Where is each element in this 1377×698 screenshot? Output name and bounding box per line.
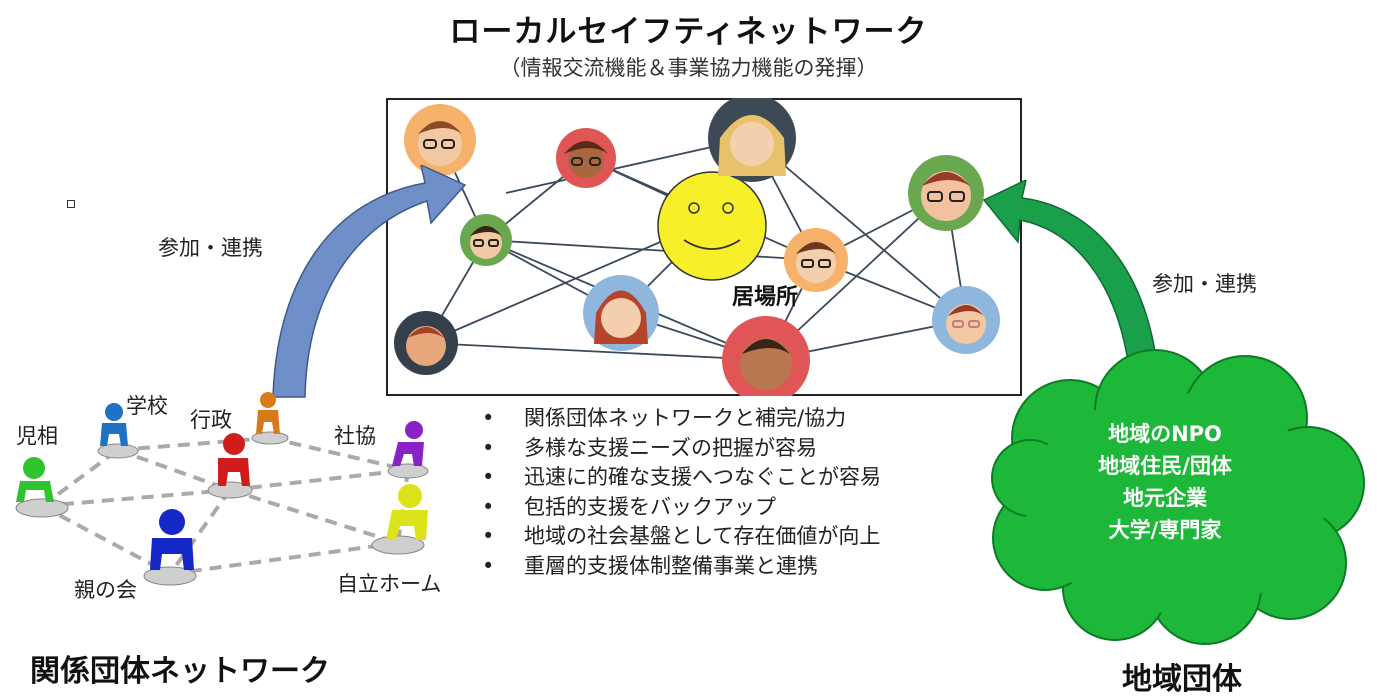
org-network-graph <box>15 392 429 586</box>
center-label: 居場所 <box>732 285 798 310</box>
bullet-mark: • <box>482 524 495 548</box>
community-item: 地域のNPO <box>1108 422 1222 446</box>
avatar-man-orange-bg <box>784 228 848 292</box>
bullet-text: 重層的支援体制整備事業と連携 <box>524 553 818 578</box>
local-network-graph: 居場所 <box>394 98 1000 396</box>
bullet-mark: • <box>482 406 495 430</box>
diagram-title: ローカルセイフティネットワーク <box>449 14 928 50</box>
bullet-text: 地域の社会基盤として存在価値が向上 <box>524 524 881 548</box>
avatar-man-red-bg <box>722 316 810 396</box>
org-label-gakko: 学校 <box>126 394 168 418</box>
list-item: • 重層的支援体制整備事業と連携 <box>482 552 881 582</box>
avatar-man-small-green <box>460 214 512 266</box>
bullet-mark: • <box>482 494 495 519</box>
diagram-subtitle: （情報交流機能＆事業協力機能の発揮） <box>499 56 878 80</box>
org-network-title: 関係団体ネットワーク <box>30 654 330 689</box>
list-item: • 迅速に的確な支援へつなぐことが容易 <box>482 463 881 493</box>
org-label-shakyo: 社協 <box>334 424 376 448</box>
avatar-man-dark-bg <box>394 311 458 375</box>
avatar-woman-blonde <box>708 98 796 182</box>
avatar-man-glasses-1 <box>404 104 476 176</box>
community-item: 地元企業 <box>1123 486 1207 510</box>
person-jiritsu-icon <box>371 484 428 555</box>
community-cloud-icon <box>991 349 1365 645</box>
bullet-text: 多様な支援ニーズの把握が容易 <box>524 435 817 460</box>
right-arrow-label: 参加・連携 <box>1152 272 1257 296</box>
list-item: • 多様な支援ニーズの把握が容易 <box>482 434 881 464</box>
org-label-gyosei: 行政 <box>190 408 232 432</box>
person-gakko-icon <box>97 403 139 459</box>
person-oya-icon <box>143 509 197 586</box>
bullet-text: 包括的支援をバックアップ <box>524 494 776 519</box>
bullet-mark: • <box>482 435 495 460</box>
bullet-text: 関係団体ネットワークと補完/協力 <box>524 406 847 430</box>
community-item: 地域住民/団体 <box>1098 454 1232 478</box>
community-list: 地域のNPO 地域住民/団体 地元企業 大学/専門家 <box>1040 418 1290 546</box>
avatar-woman-blue-bg <box>583 275 659 351</box>
small-square-marker <box>67 200 75 208</box>
left-arrow-label: 参加・連携 <box>158 236 263 260</box>
person-shakyo-icon <box>387 421 429 479</box>
avatar-man-green-bg <box>908 155 984 231</box>
org-label-jiritsu: 自立ホーム <box>337 572 442 596</box>
community-item: 大学/専門家 <box>1108 518 1222 542</box>
list-item: • 地域の社会基盤として存在価値が向上 <box>482 522 881 552</box>
left-join-arrow-icon <box>272 165 467 398</box>
person-jiso-icon <box>15 457 69 518</box>
bullet-mark: • <box>482 553 495 578</box>
list-item: • 関係団体ネットワークと補完/協力 <box>482 404 881 434</box>
avatar-woman-red-bg <box>556 128 616 188</box>
list-item: • 包括的支援をバックアップ <box>482 493 881 523</box>
org-label-oya: 親の会 <box>74 578 137 602</box>
avatar-man-light-blue-bg <box>932 286 1000 354</box>
smiley-face-icon <box>657 171 767 281</box>
person-center-red-icon <box>207 433 253 499</box>
benefit-list: • 関係団体ネットワークと補完/協力 • 多様な支援ニーズの把握が容易 • 迅速に的確… <box>482 404 881 581</box>
person-gyosei-icon <box>251 392 289 445</box>
community-title: 地域団体 <box>1122 662 1242 697</box>
bullet-text: 迅速に的確な支援へつなぐことが容易 <box>524 465 881 489</box>
org-label-jiso: 児相 <box>16 424 58 448</box>
bullet-mark: • <box>482 465 495 489</box>
